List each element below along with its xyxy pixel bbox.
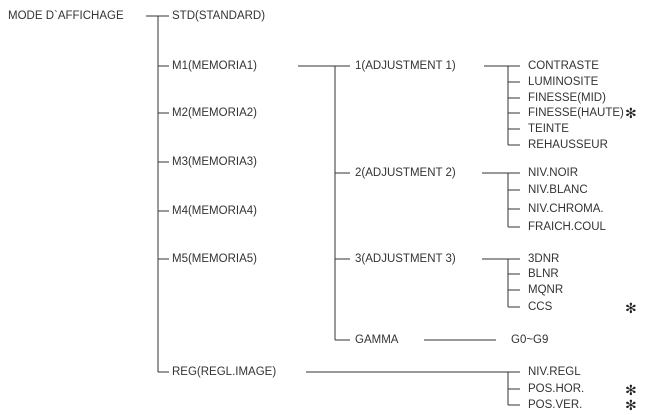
tree-connectors <box>146 15 520 406</box>
adj1-item-contraste: CONTRASTE <box>528 60 599 72</box>
mode-m2-label: M2(MEMORIA2) <box>172 107 257 119</box>
reg-item-niv-regl: NIV.REGL <box>528 366 581 378</box>
mode-m1-label: M1(MEMORIA1) <box>172 60 257 72</box>
mode-reg-label: REG(REGL.IMAGE) <box>172 366 276 378</box>
asterisk-icon: ✻ <box>625 398 637 414</box>
adj3-item-mqnr: MQNR <box>528 284 563 296</box>
adj3-item-blnr: BLNR <box>528 268 559 280</box>
mode-m3-label: M3(MEMORIA3) <box>172 156 257 168</box>
root-node-label: MODE D`AFFICHAGE <box>8 10 124 22</box>
adj1-item-teinte: TEINTE <box>528 123 569 135</box>
asterisk-icon: ✻ <box>625 106 637 122</box>
adj1-item-rehausseur: REHAUSSEUR <box>528 139 608 151</box>
gamma-label: GAMMA <box>355 334 399 346</box>
adj2-item-niv-blanc: NIV.BLANC <box>528 184 588 196</box>
asterisk-icon: ✻ <box>625 301 637 317</box>
adj2-item-fraich-coul: FRAICH.COUL <box>528 221 607 233</box>
reg-item-pos-hor: POS.HOR. <box>528 383 584 395</box>
asterisk-icon: ✻ <box>625 383 637 399</box>
mode-m5-label: M5(MEMORIA5) <box>172 253 257 265</box>
adj2-item-niv-chroma: NIV.CHROMA. <box>528 203 604 215</box>
gamma-item-range: G0~G9 <box>511 334 548 346</box>
adj1-item-luminosite: LUMINOSITE <box>528 76 599 88</box>
reg-item-pos-ver: POS.VER. <box>528 399 582 411</box>
mode-std-label: STD(STANDARD) <box>172 10 265 22</box>
adjustment-1-label: 1(ADJUSTMENT 1) <box>355 60 456 72</box>
adj1-item-finesse-mid: FINESSE(MID) <box>528 92 606 104</box>
adjustment-2-label: 2(ADJUSTMENT 2) <box>355 167 456 179</box>
adj3-item-ccs: CCS <box>528 301 553 313</box>
adjustment-3-label: 3(ADJUSTMENT 3) <box>355 253 456 265</box>
mode-m4-label: M4(MEMORIA4) <box>172 205 257 217</box>
adj2-item-niv-noir: NIV.NOIR <box>528 167 578 179</box>
adj1-item-finesse-haute: FINESSE(HAUTE) <box>528 107 624 119</box>
adj3-item-3dnr: 3DNR <box>528 253 559 265</box>
